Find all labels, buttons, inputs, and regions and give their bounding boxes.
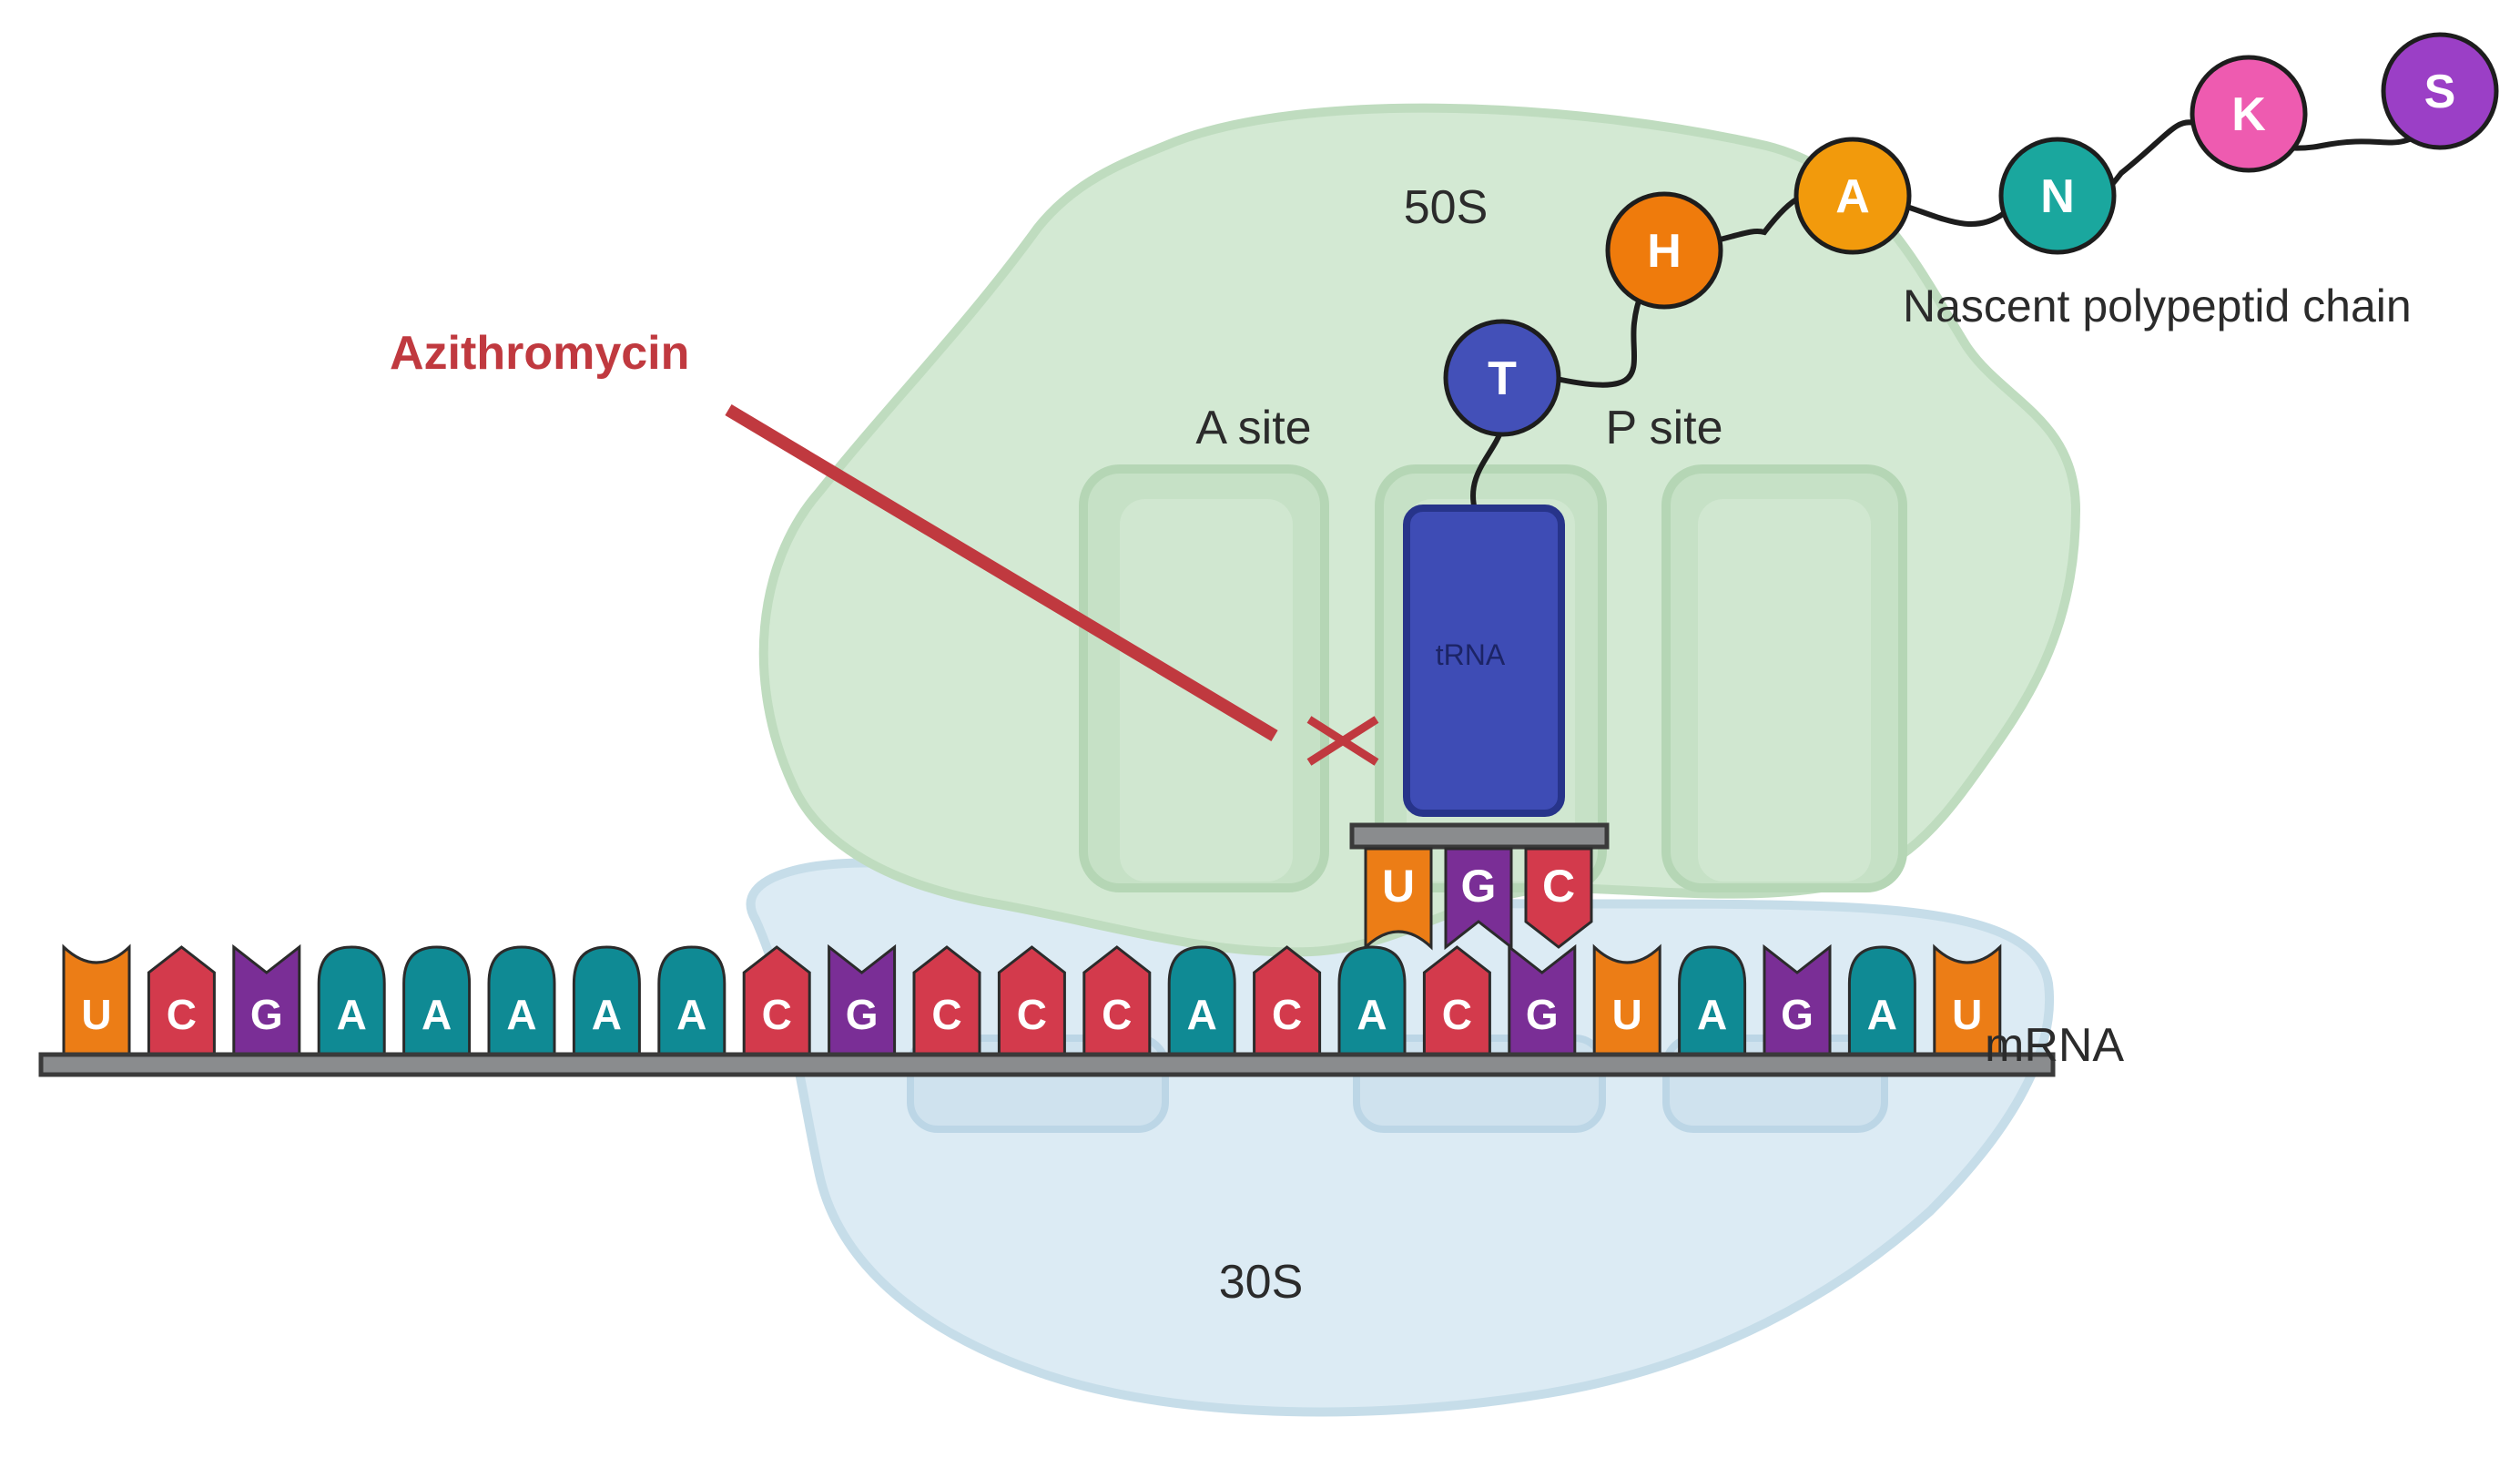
label-30s: 30S [1219,1256,1304,1309]
mrna-base-letter: A [1357,991,1387,1038]
mrna-base-letter: A [1187,991,1217,1038]
mrna-nucleotide-G: G [232,943,301,1056]
mrna-base-letter: A [1697,991,1727,1038]
trna-anticodon-bar [1349,822,1610,850]
anticodon-base-letter: G [1461,861,1497,912]
blocked-cross-icon [1306,716,1379,766]
mrna-base-letter: A [676,991,706,1038]
amino-acid-N: N [1998,137,2117,255]
anticodon-nucleotide-U: U [1364,847,1433,951]
mrna-base-letter: C [1017,991,1047,1038]
mrna-base-letter: U [1612,991,1642,1038]
amino-acid-letter: S [2424,66,2456,118]
mrna-base-letter: C [1102,991,1132,1038]
mrna-nucleotide-U: U [1592,943,1661,1056]
amino-acid-S: S [2381,32,2499,150]
mrna-nucleotide-A: A [402,945,472,1056]
anticodon-nucleotide-G: G [1444,847,1513,951]
mrna-base-letter: A [1867,991,1897,1038]
mrna-nucleotide-G: G [828,943,897,1056]
amino-acid-K: K [2190,55,2308,173]
anticodon-base-letter: U [1382,861,1415,912]
anticodon-base-letter: C [1542,861,1575,912]
mrna-nucleotide-A: A [657,945,727,1056]
mrna-nucleotide-C: C [1082,945,1152,1056]
small-subunit-30s [746,858,2055,1417]
amino-acid-letter: K [2231,88,2266,141]
mrna-nucleotide-U: U [1933,943,2002,1056]
label-p-site: P site [1605,402,1722,454]
trna-body [1403,505,1565,817]
mrna-base-letter: A [337,991,367,1038]
amino-acid-letter: N [2040,170,2075,223]
mrna-base-letter: G [250,991,283,1038]
mrna-base-letter: G [1526,991,1559,1038]
amino-acid-T: T [1443,319,1561,437]
mrna-nucleotide-A: A [317,945,386,1056]
label-50s: 50S [1404,181,1489,234]
label-polypeptide-chain: Nascent polypeptid chain [1903,280,2412,331]
mrna-nucleotide-A: A [1337,945,1407,1056]
amino-acid-H: H [1605,191,1723,310]
mrna-base-letter: A [592,991,622,1038]
mrna-nucleotide-G: G [1763,943,1832,1056]
mrna-nucleotide-A: A [572,945,641,1056]
mrna-base-letter: G [846,991,879,1038]
peptide-bond-chain [1498,88,2443,401]
mrna-nucleotide-C: C [742,945,811,1056]
mrna-base-letter: U [81,991,111,1038]
mrna-nucleotide-A: A [1167,945,1236,1056]
nascent-polypeptide: T H A N K S [1443,32,2499,437]
amino-acid-letter: H [1647,225,1682,278]
mrna-base-letter: C [1272,991,1302,1038]
mrna-nucleotide-C: C [147,945,216,1056]
mrna-nucleotide-A: A [1847,945,1916,1056]
mrna-base-letter: C [167,991,197,1038]
amino-acid-letter: A [1835,170,1870,223]
mrna-nucleotide-C: C [1422,945,1491,1056]
mrna-base-letter: C [931,991,961,1038]
label-a-site: A site [1195,402,1311,454]
amino-acid-A: A [1793,137,1912,255]
mrna-backbone [38,1052,2056,1077]
label-azithromycin: Azithromycin [390,327,689,380]
mrna-base-letter: U [1952,991,1982,1038]
mrna-nucleotide-U: U [62,943,131,1056]
mrna-nucleotide-A: A [487,945,556,1056]
label-mrna: mRNA [1985,1019,2124,1072]
mrna-nucleotide-A: A [1678,945,1747,1056]
mrna-nucleotide-C: C [1253,945,1322,1056]
mrna-base-letter: A [506,991,536,1038]
mrna-base-letter: A [422,991,452,1038]
mrna-nucleotide-C: C [997,945,1066,1056]
amino-acid-letter: T [1488,352,1517,405]
mrna-base-letter: C [1442,991,1472,1038]
mrna-nucleotide-G: G [1508,943,1577,1056]
trna-label: tRNA [1436,638,1506,671]
azithromycin-pointer-line [725,403,1278,742]
mrna-nucleotide-C: C [912,945,981,1056]
anticodon-nucleotide-C: C [1524,847,1593,949]
mrna-base-letter: C [762,991,792,1038]
mrna-base-letter: G [1781,991,1814,1038]
